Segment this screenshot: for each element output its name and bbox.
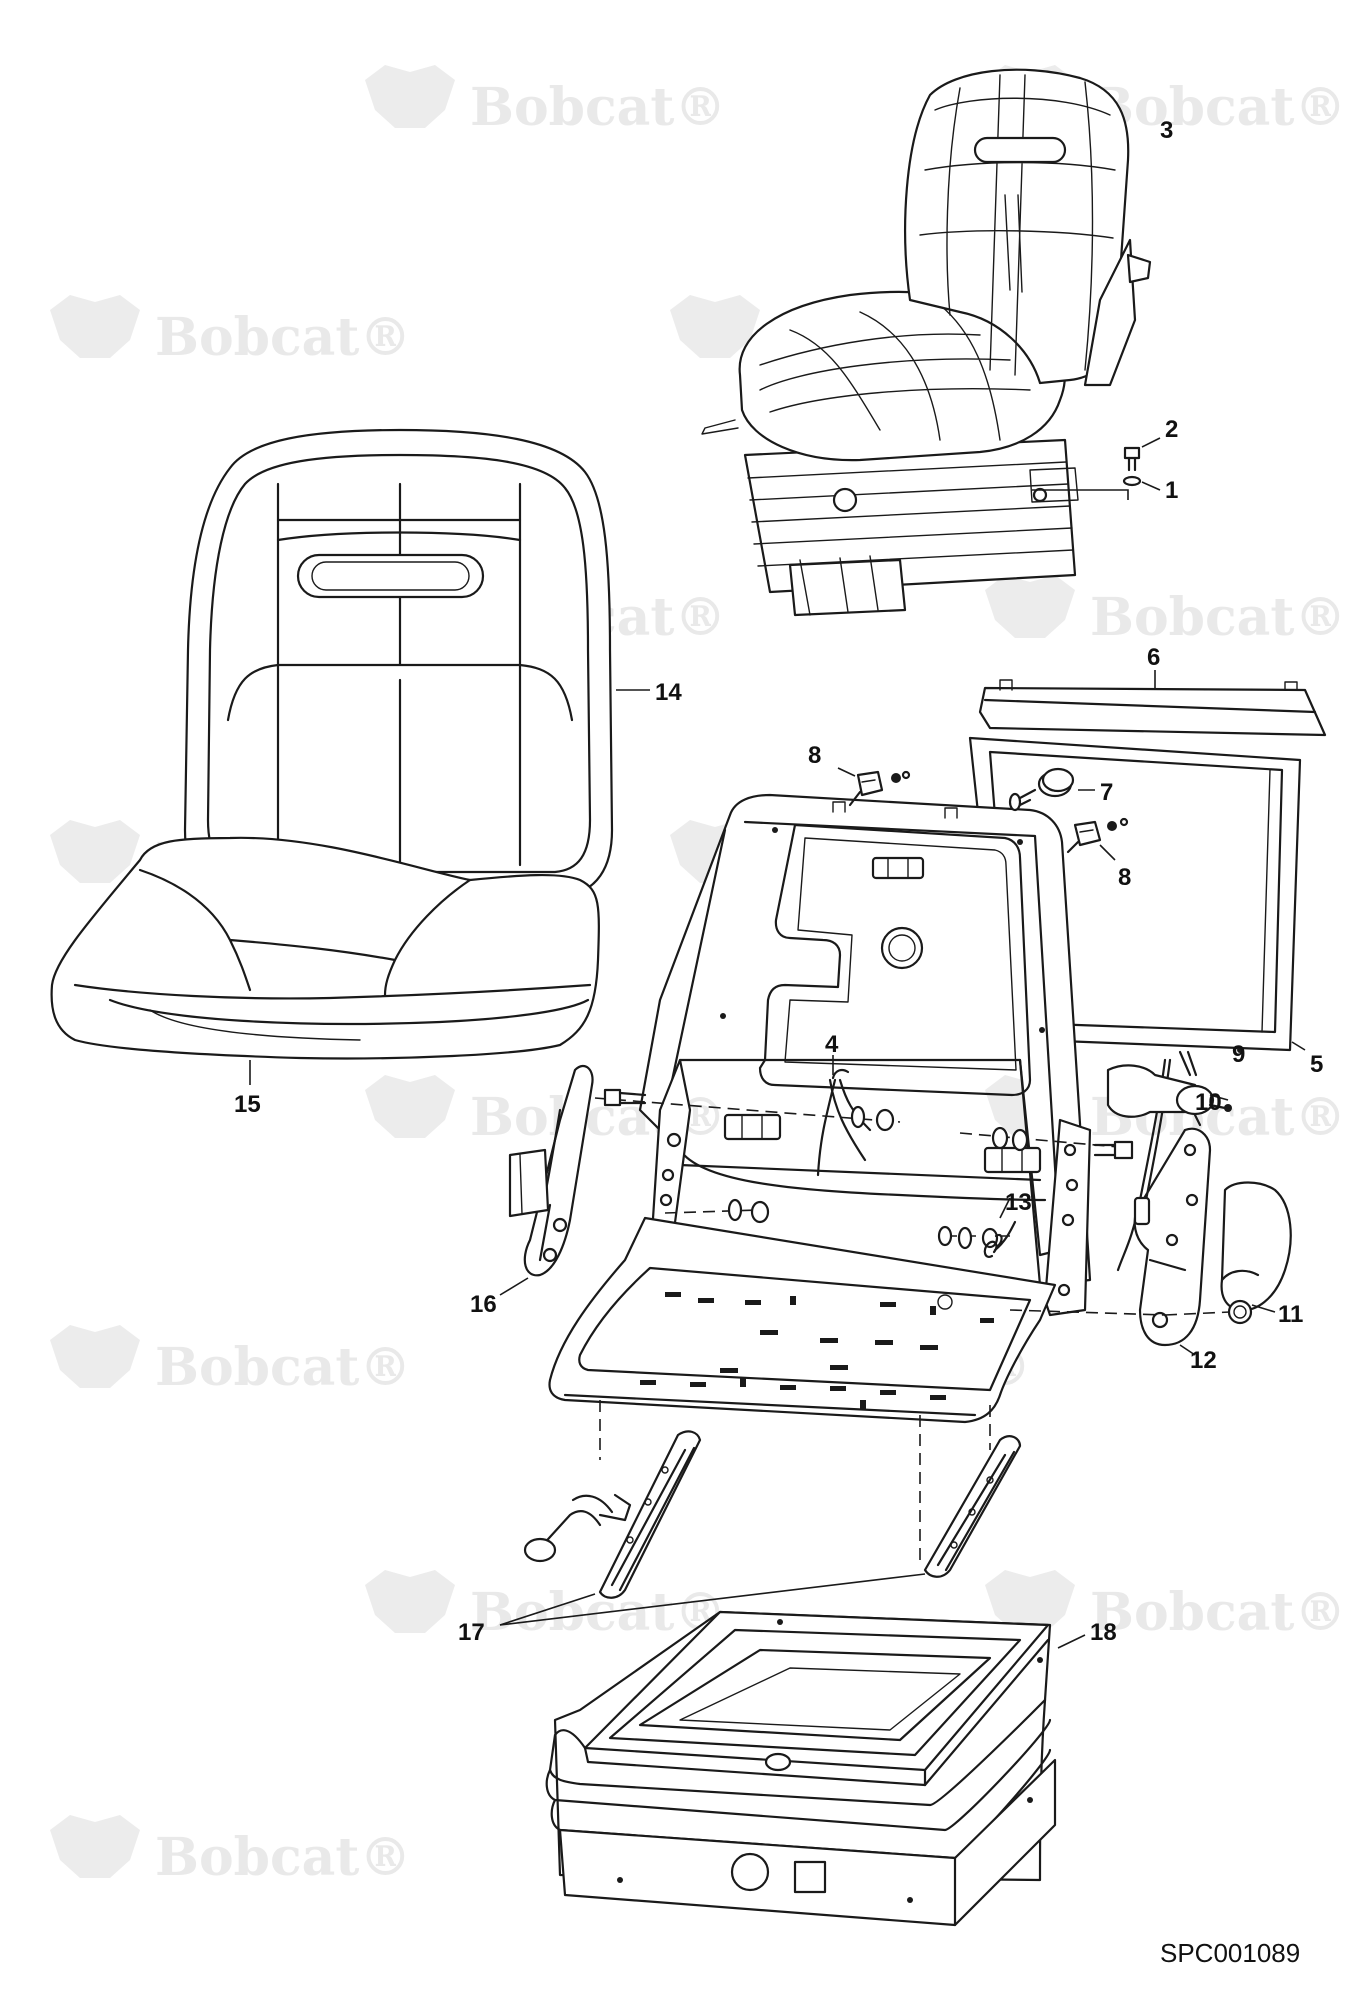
callout-18: 18 xyxy=(1090,1619,1117,1646)
seat-frame xyxy=(548,793,1092,1424)
bobcat-watermark: Bobcat® xyxy=(985,575,1346,648)
callout-4: 4 xyxy=(825,1031,839,1058)
callout-7: 7 xyxy=(1100,779,1113,806)
bobcat-watermark-text: Bobcat® xyxy=(1090,77,1346,138)
callout-9: 9 xyxy=(1232,1041,1245,1068)
bobcat-watermark: Bobcat® xyxy=(50,295,411,368)
callout-2: 2 xyxy=(1165,416,1178,443)
bobcat-watermark-text: Bobcat® xyxy=(155,1827,411,1888)
bobcat-logo-icon xyxy=(365,1570,455,1633)
backrest-cushion-part-14 xyxy=(183,428,650,897)
callout-10: 10 xyxy=(1195,1089,1222,1116)
callout-14: 14 xyxy=(655,679,682,706)
grommet-part-7 xyxy=(1008,767,1095,812)
bobcat-watermark: Bobcat® xyxy=(985,1570,1346,1643)
clip-part-8-lower xyxy=(1066,817,1129,861)
bobcat-watermark-text: Bobcat® xyxy=(155,1337,411,1398)
lever-part-16 xyxy=(499,1064,594,1296)
callout-17: 17 xyxy=(458,1619,485,1646)
bobcat-watermark-text: Bobcat® xyxy=(470,77,726,138)
pan-slots xyxy=(640,1292,994,1409)
bobcat-watermark: Bobcat® xyxy=(50,1325,411,1398)
callout-8-lower: 8 xyxy=(1118,864,1131,891)
callout-labels: 1 2 3 4 5 6 7 8 8 9 10 11 12 13 14 15 16… xyxy=(234,117,1323,1646)
slide-rails-part-17 xyxy=(499,1400,1022,1626)
bobcat-logo-icon xyxy=(50,1815,140,1878)
bobcat-watermark-text: Bobcat® xyxy=(1090,1582,1346,1643)
hinge-pins-and-washers xyxy=(594,1088,1134,1250)
bobcat-watermark: Bobcat® xyxy=(365,1570,726,1643)
callout-5: 5 xyxy=(1310,1051,1323,1078)
cover-part-6 xyxy=(978,670,1327,737)
callout-12: 12 xyxy=(1190,1347,1217,1374)
callout-13: 13 xyxy=(1005,1189,1032,1216)
seat-assembly-part-3 xyxy=(701,68,1152,617)
bobcat-watermark: Bobcat® xyxy=(365,65,726,138)
screw-part-2-and-washer-part-1 xyxy=(1032,437,1161,500)
clip-part-8-upper xyxy=(837,767,911,807)
callout-16: 16 xyxy=(470,1291,497,1318)
drawing-code: SPC001089 xyxy=(1160,1938,1301,1968)
bobcat-logo-icon xyxy=(985,575,1075,638)
callout-1: 1 xyxy=(1165,477,1178,504)
bobcat-watermark: Bobcat® xyxy=(50,1815,411,1888)
bobcat-logo-icon xyxy=(365,1075,455,1138)
spring-part-4 xyxy=(816,1055,872,1177)
callout-6: 6 xyxy=(1147,644,1160,671)
cover-part-11 xyxy=(1164,1181,1292,1325)
callout-15: 15 xyxy=(234,1091,261,1118)
bobcat-logo-icon xyxy=(50,1325,140,1388)
bobcat-logo-icon xyxy=(670,295,760,358)
bobcat-watermark-text: Bobcat® xyxy=(155,307,411,368)
bobcat-logo-icon xyxy=(985,1570,1075,1633)
bobcat-watermark-text: Bobcat® xyxy=(1090,587,1346,648)
suspension-base-part-18 xyxy=(545,1610,1086,1927)
side-plate-part-12 xyxy=(1009,1127,1212,1356)
spring-part-13 xyxy=(983,1197,1017,1258)
latch-part-9 xyxy=(1106,1047,1243,1127)
bobcat-logo-icon xyxy=(365,65,455,128)
seat-cushion-part-15 xyxy=(50,836,600,1085)
bobcat-logo-icon xyxy=(50,820,140,883)
callout-8-upper: 8 xyxy=(808,742,821,769)
callout-3: 3 xyxy=(1160,117,1173,144)
bobcat-logo-icon xyxy=(50,295,140,358)
callout-11: 11 xyxy=(1278,1301,1303,1328)
